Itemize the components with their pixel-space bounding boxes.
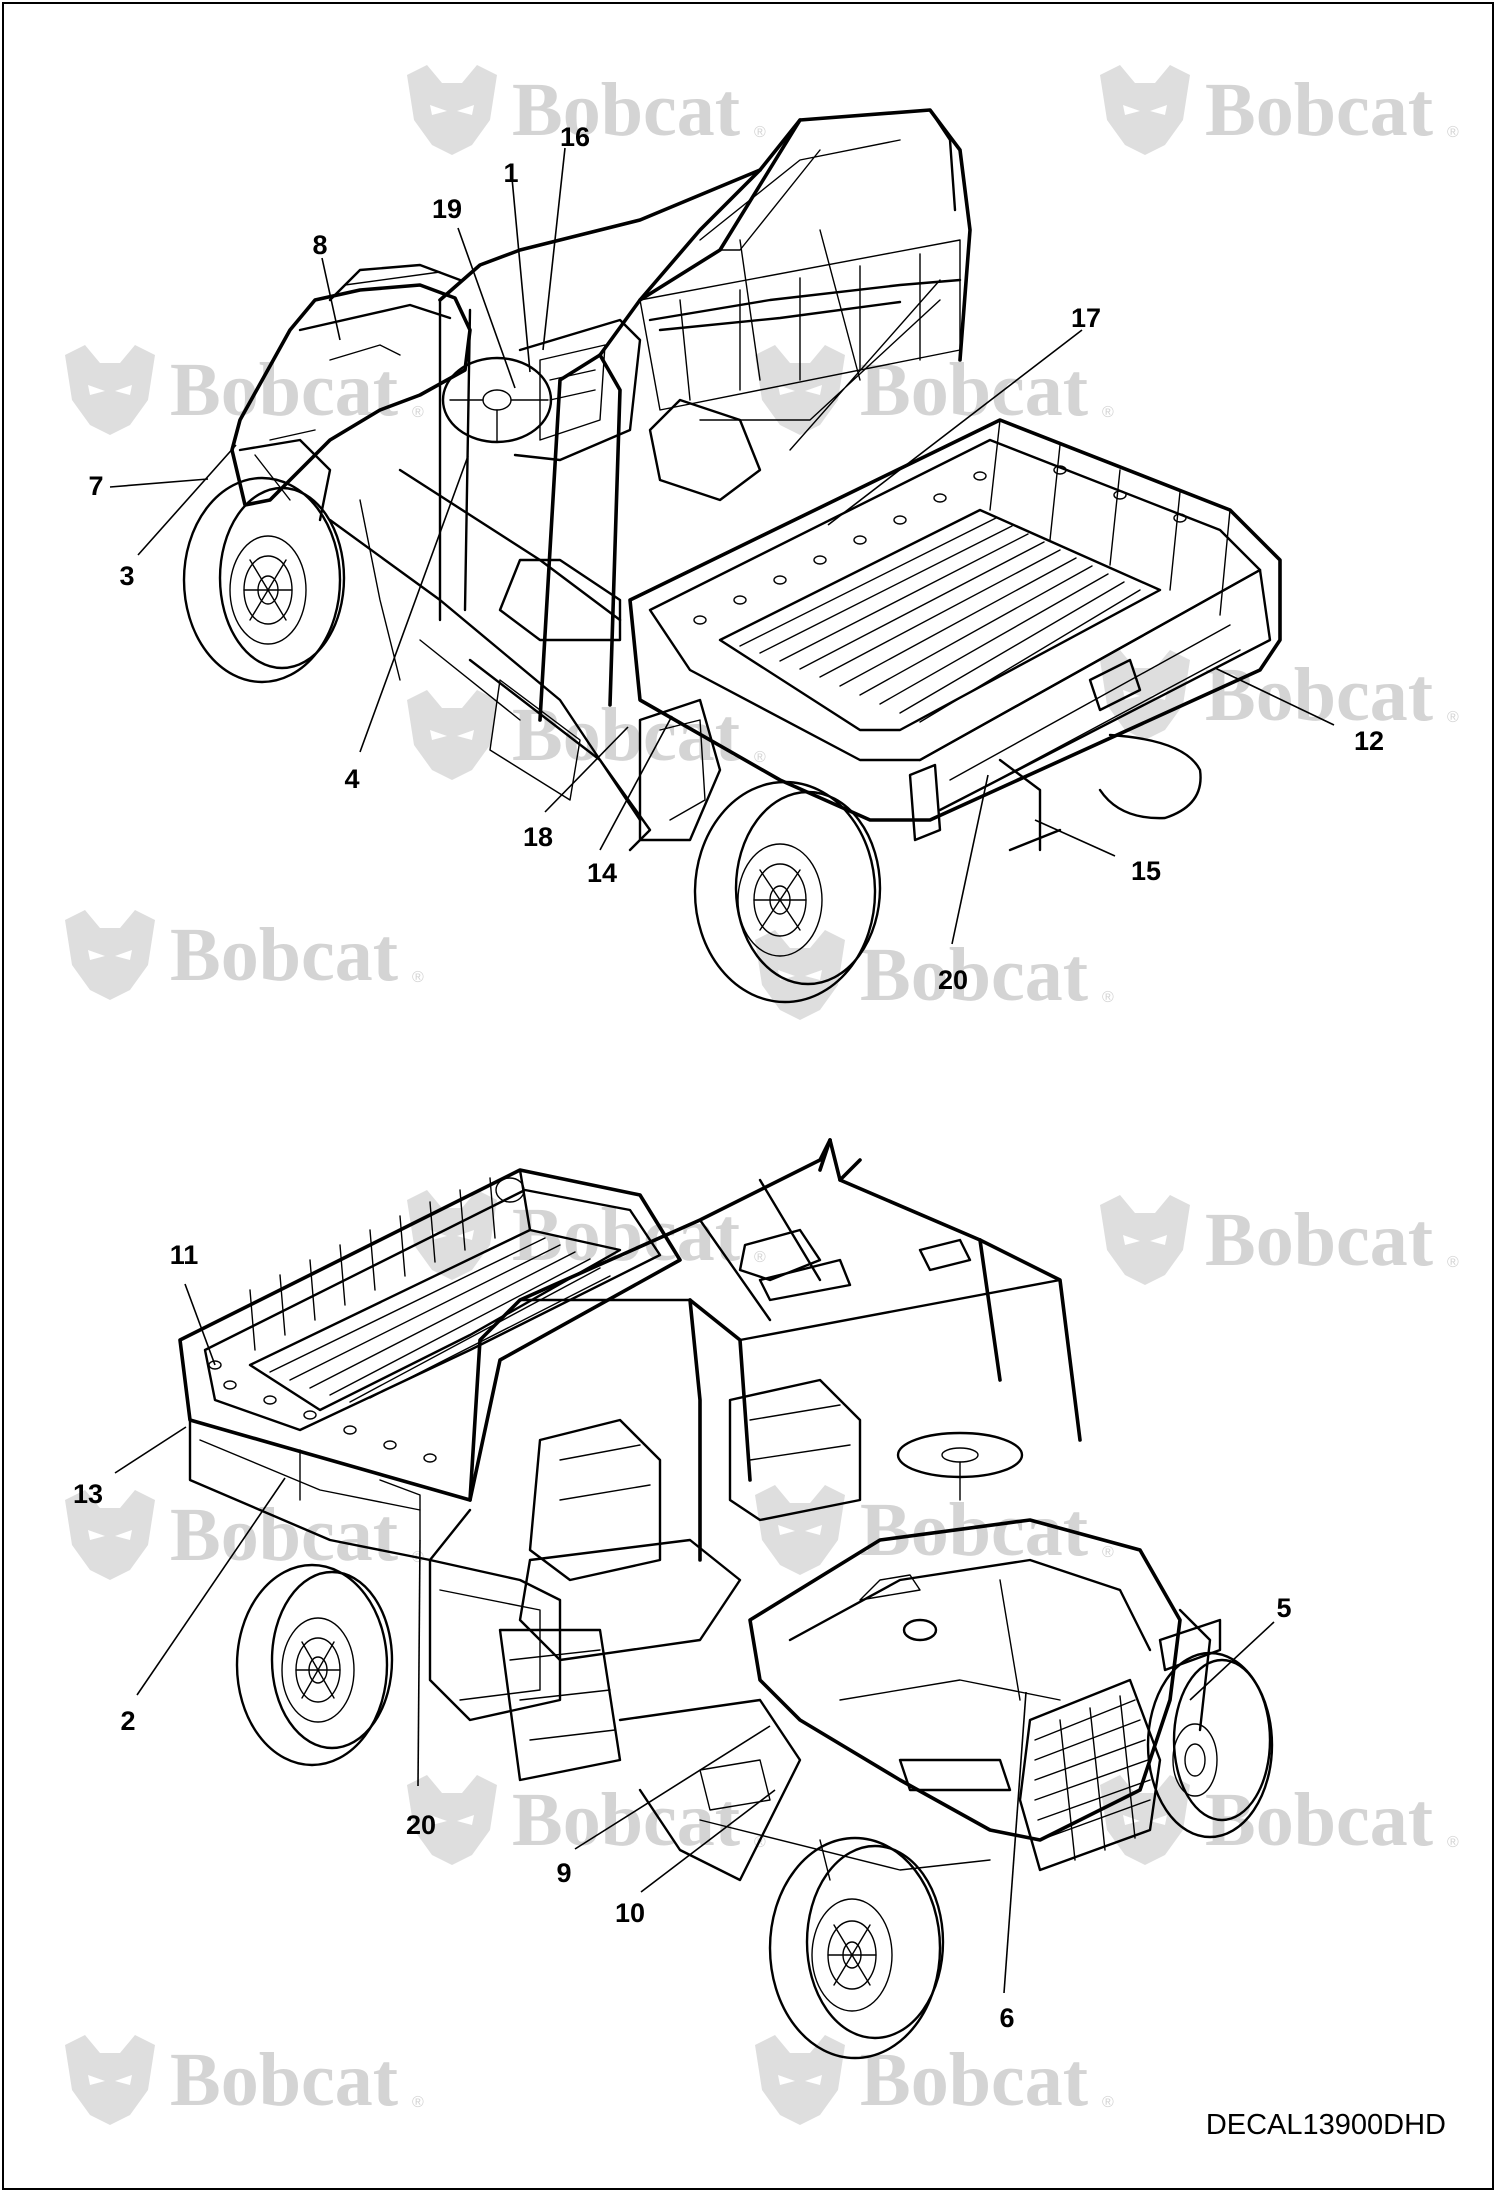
callout-11: 11 [170,1240,199,1270]
svg-text:®: ® [412,2094,424,2111]
svg-text:®: ® [1102,404,1114,421]
svg-text:®: ® [1102,1544,1114,1561]
bobcat-watermark: Bobcat ® [65,2035,424,2125]
bobcat-logo-icon [755,930,845,1020]
bobcat-logo-icon [65,2035,155,2125]
callout-15: 15 [1131,856,1161,886]
bobcat-logo-icon [1100,1195,1190,1285]
svg-text:®: ® [412,404,424,421]
bobcat-watermark: Bobcat ® [1100,1195,1459,1285]
bobcat-wordmark: Bobcat [512,68,740,152]
upper-vehicle-drawing [182,108,1282,1004]
callout-14: 14 [587,858,617,888]
bobcat-logo-icon [755,2035,845,2125]
callout-19: 19 [432,194,462,224]
lower-rear-wheel [235,1563,394,1767]
bobcat-logo-icon [407,65,497,155]
bobcat-logo-icon [1100,650,1190,740]
bobcat-wordmark: Bobcat [860,933,1088,1017]
bobcat-wordmark: Bobcat [170,2038,398,2122]
upper-callouts: 16 1 19 8 17 7 3 4 18 14 12 15 20 [88,122,1384,995]
callout-10: 10 [615,1898,645,1928]
lower-callouts: 11 13 2 20 5 9 10 6 [73,1240,1292,2033]
bobcat-watermark: Bobcat ® [755,930,1114,1020]
svg-text:®: ® [1102,989,1114,1006]
callout-6: 6 [999,2003,1014,2033]
bobcat-watermark: Bobcat ® [407,65,766,155]
callout-2: 2 [120,1706,135,1736]
bobcat-watermark: Bobcat ® [407,690,766,780]
lower-bed-floor-slats [269,1237,611,1403]
callout-20-upper: 20 [938,965,968,995]
bobcat-wordmark: Bobcat [1205,1198,1433,1282]
callout-20-lower: 20 [406,1810,436,1840]
bobcat-logo-icon [407,1775,497,1865]
callout-17: 17 [1071,303,1101,333]
callout-4: 4 [344,764,359,794]
bobcat-wordmark: Bobcat [170,1493,398,1577]
svg-text:®: ® [1447,124,1459,141]
callout-5: 5 [1276,1593,1291,1623]
svg-text:®: ® [1447,1254,1459,1271]
upper-front-wheel [693,780,882,1004]
callout-18: 18 [523,822,553,852]
bobcat-wordmark: Bobcat [512,693,740,777]
bobcat-wordmark: Bobcat [860,2038,1088,2122]
bed-rim-holes [693,465,1187,625]
drawing-reference-code: DECAL13900DHD [1205,2109,1446,2141]
bobcat-wordmark: Bobcat [1205,653,1433,737]
callout-16: 16 [560,122,590,152]
svg-text:®: ® [754,1249,766,1266]
bobcat-watermark: Bobcat ® [1100,65,1459,155]
svg-text:®: ® [1447,709,1459,726]
grille-mesh [1034,1695,1151,1861]
bobcat-logo-icon [65,345,155,435]
bobcat-wordmark: Bobcat [170,913,398,997]
bobcat-logo-icon [65,910,155,1000]
callout-3: 3 [119,561,134,591]
bed-floor-slats [739,517,1141,723]
lower-vehicle-drawing [178,1138,1274,2060]
bobcat-logo-icon [755,1485,845,1575]
bobcat-wordmark: Bobcat [170,348,398,432]
bobcat-watermark: Bobcat® [407,1775,766,1865]
bobcat-wordmark: Bobcat [860,348,1088,432]
bobcat-wordmark: Bobcat [1205,68,1433,152]
callout-12: 12 [1354,726,1384,756]
callout-8: 8 [312,230,327,260]
svg-text:®: ® [1447,1834,1459,1851]
upper-left-rear-wheel [182,476,346,684]
bobcat-wordmark: Bobcat [1205,1778,1433,1862]
bobcat-watermark: Bobcat® [65,1490,424,1580]
svg-text:®: ® [754,124,766,141]
callout-7: 7 [88,471,103,501]
callout-13: 13 [73,1479,103,1509]
svg-text:®: ® [1102,2094,1114,2111]
callout-1: 1 [503,158,518,188]
callout-9: 9 [556,1858,571,1888]
bobcat-watermark: Bobcat ® [1100,650,1459,740]
bobcat-watermark: Bobcat ® [1100,1775,1459,1865]
bobcat-watermark: Bobcat ® [755,345,1114,435]
callout-leader-lines [109,147,1335,1994]
bobcat-watermark: Bobcat ® [65,345,424,435]
bobcat-logo-icon [1100,65,1190,155]
lower-bed-rim-holes [208,1360,437,1463]
bobcat-logo-icon [65,1490,155,1580]
bobcat-watermark: Bobcat ® [755,2035,1114,2125]
bobcat-logo-icon [1100,1775,1190,1865]
lower-front-left-wheel [768,1836,945,2060]
bobcat-wordmark: Bobcat [512,1193,740,1277]
bobcat-wordmark: Bobcat [860,1488,1088,1572]
svg-text:®: ® [412,969,424,986]
svg-text:®: ® [754,749,766,766]
bobcat-logo-icon [407,690,497,780]
upper-far-wheel [1098,733,1202,820]
bobcat-watermark: Bobcat ® [65,910,424,1000]
